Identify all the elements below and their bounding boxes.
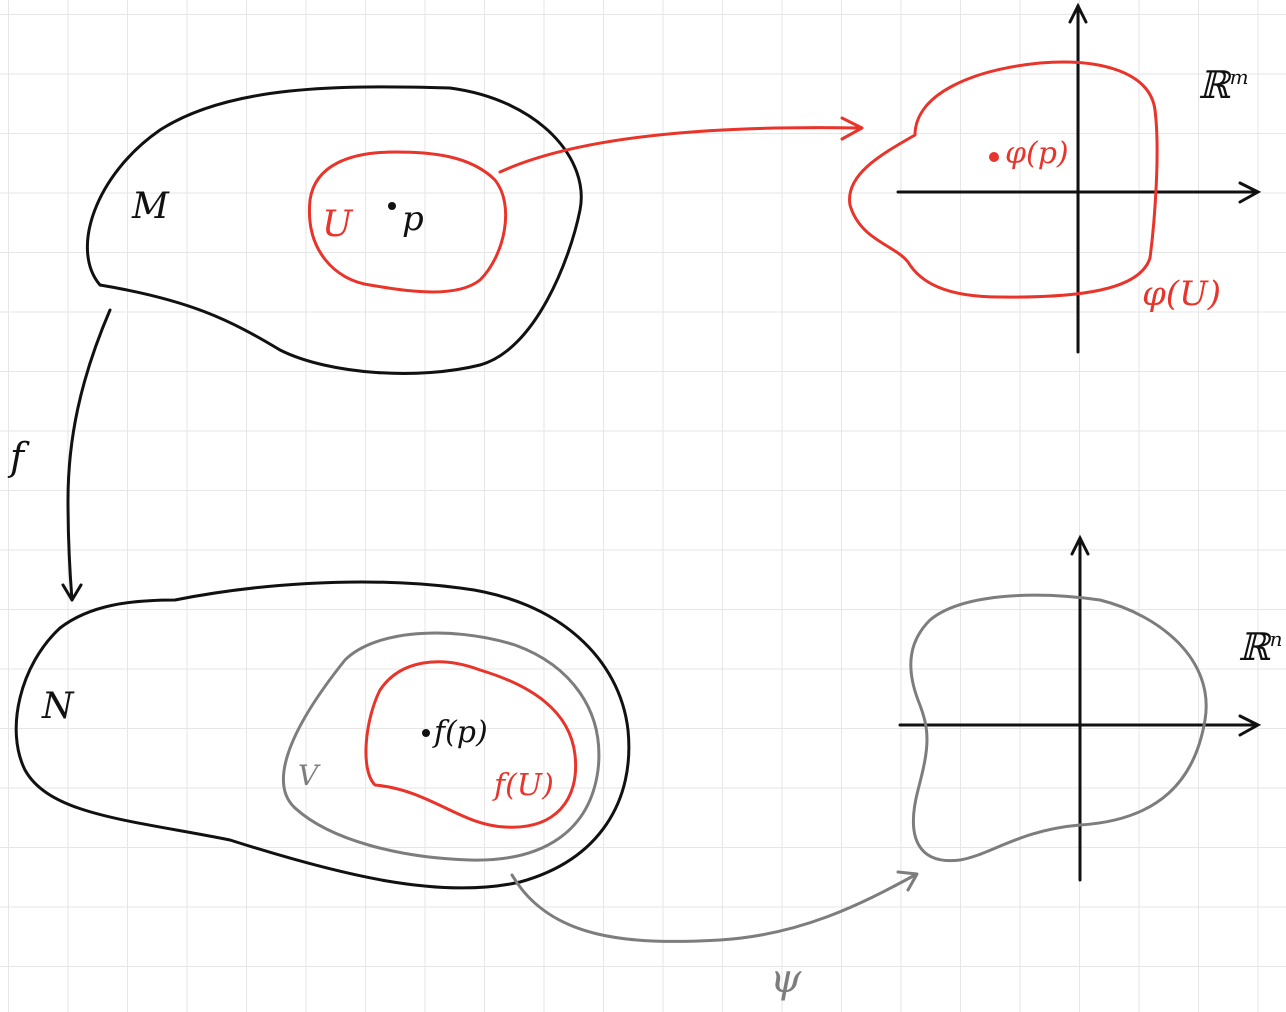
Rm-y-arrowhead xyxy=(1068,2,1088,24)
chart-phi-arrow xyxy=(498,126,862,174)
Rn-y-arrowhead xyxy=(1070,534,1090,556)
map-f-arrow xyxy=(66,308,112,602)
point-phi-p xyxy=(989,152,999,162)
image-psi-V-outline xyxy=(909,593,1208,863)
open-set-V-outline xyxy=(281,631,601,862)
label-N: N xyxy=(41,686,75,727)
point-p xyxy=(388,202,396,210)
manifold-N-outline xyxy=(14,580,631,890)
chart-psi-arrowhead xyxy=(896,870,919,892)
open-set-U-outline xyxy=(307,150,508,294)
label-M: M xyxy=(131,186,170,227)
manifold-M-outline xyxy=(85,85,583,375)
label-psi: ψ xyxy=(770,956,802,1002)
Rm-x-arrowhead xyxy=(1238,181,1262,204)
label-p: p xyxy=(402,199,424,239)
chart-phi-arrowhead xyxy=(840,116,864,141)
label-f-U: f(U) xyxy=(492,768,554,803)
chart-psi-arrow xyxy=(510,873,917,943)
image-phi-U-outline xyxy=(848,60,1159,299)
label-phi-U: φ(U) xyxy=(1142,274,1221,314)
label-U: U xyxy=(322,204,354,245)
label-V: V xyxy=(298,759,321,792)
label-Rm: ℝm xyxy=(1198,63,1249,107)
label-phi-p: φ(p) xyxy=(1005,136,1069,171)
image-f-U-outline xyxy=(364,660,578,829)
label-f-p: f(p) xyxy=(432,715,488,750)
label-Rn: ℝn xyxy=(1238,625,1282,669)
map-f-arrowhead xyxy=(61,583,83,602)
point-f-p xyxy=(422,729,430,737)
label-f: f xyxy=(7,435,30,479)
Rn-x-arrowhead xyxy=(1238,714,1262,737)
